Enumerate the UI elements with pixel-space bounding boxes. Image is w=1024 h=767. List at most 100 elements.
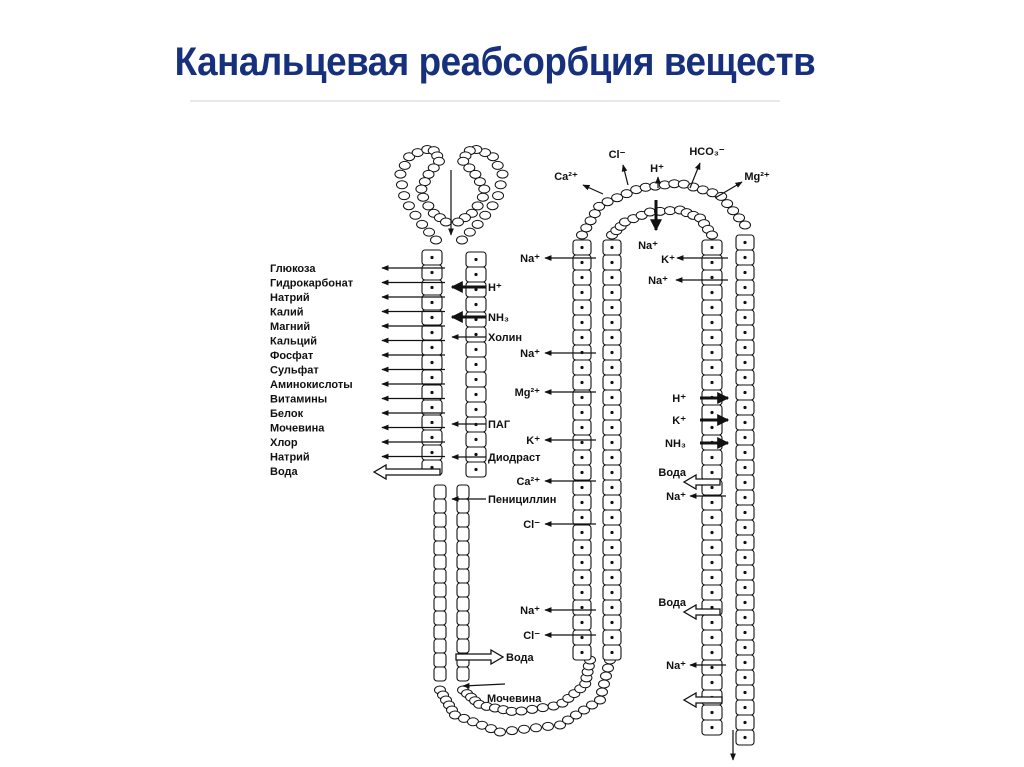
loop-cell	[506, 726, 518, 736]
distal-arch-cell	[593, 201, 606, 211]
cell-nucleus	[580, 590, 584, 595]
substance-labels: ГлюкозаГидрокарбонатНатрийКалийМагнийКал…	[270, 146, 770, 705]
cell-nucleus	[580, 335, 584, 340]
cell-nucleus	[710, 590, 714, 595]
proximal-reabsorbed-label: Сульфат	[270, 365, 319, 377]
proximal-secreted-label: Диодраст	[488, 452, 541, 464]
cell-nucleus	[710, 725, 714, 730]
cell-nucleus	[743, 465, 747, 470]
proximal-reabsorbed-label: Аминокислоты	[270, 379, 353, 391]
cell-nucleus	[580, 380, 584, 385]
distal-top-label: Ca²⁺	[554, 171, 578, 183]
cell-nucleus	[610, 440, 614, 445]
capsule-cell	[430, 235, 442, 245]
distal-top-arrow	[714, 181, 743, 199]
capsule-cell	[398, 191, 411, 201]
cell-nucleus	[580, 545, 584, 550]
cell-nucleus	[610, 500, 614, 505]
cell-nucleus	[580, 485, 584, 490]
cell-nucleus	[610, 290, 614, 295]
capsule-cell	[471, 201, 484, 211]
capsule-cell	[422, 201, 435, 211]
capsule-cell	[473, 177, 486, 187]
cell-nucleus	[743, 360, 747, 365]
thin-limb-cell	[433, 554, 447, 570]
cell-nucleus	[580, 530, 584, 535]
thin-limb-cell	[433, 666, 447, 682]
capsule-cell	[403, 152, 416, 162]
urea-arrow	[462, 682, 506, 689]
cell-nucleus	[610, 545, 614, 550]
capsule-cell	[440, 217, 452, 227]
cell-nucleus	[474, 317, 478, 322]
cell-nucleus	[743, 330, 747, 335]
proximal-secreted-label: ПАГ	[488, 419, 511, 431]
cell-nucleus	[474, 362, 478, 367]
cell-nucleus	[743, 240, 747, 245]
cell-nucleus	[430, 450, 434, 455]
descending-water-label: Вода	[506, 652, 535, 664]
cell-nucleus	[743, 390, 747, 395]
cell-nucleus	[743, 525, 747, 530]
distal-right-label: Na⁺	[666, 660, 686, 672]
cell-nucleus	[710, 665, 714, 670]
distal-top-reabsorbed-label: K⁺	[661, 254, 675, 266]
cell-nucleus	[710, 455, 714, 460]
title-divider	[190, 100, 780, 102]
cell-nucleus	[610, 605, 614, 610]
thin-limb-cell	[433, 596, 447, 612]
cell-nucleus	[743, 600, 747, 605]
cell-nucleus	[743, 345, 747, 350]
cell-nucleus	[710, 380, 714, 385]
ascending-ion-label: Mg²⁺	[515, 387, 541, 399]
water-descending-arrow	[455, 648, 505, 666]
distal-top-reabsorbed-label: Na⁺	[648, 275, 668, 287]
proximal-reabsorbed-label: Хлор	[270, 437, 298, 449]
cell-nucleus	[430, 405, 434, 410]
cell-nucleus	[610, 245, 614, 250]
distal-arch-cell	[620, 189, 633, 199]
cell-nucleus	[710, 500, 714, 505]
cell-nucleus	[580, 605, 584, 610]
cell-nucleus	[610, 365, 614, 370]
cell-nucleus	[474, 437, 478, 442]
cell-nucleus	[743, 690, 747, 695]
cell-nucleus	[610, 650, 614, 655]
cell-nucleus	[430, 435, 434, 440]
capsule-cell	[469, 169, 482, 179]
thin-limb-cell	[433, 652, 447, 668]
capsule-cell	[479, 210, 492, 220]
capsule-cell	[394, 169, 407, 179]
ascending-ion-label: Na⁺	[520, 605, 540, 617]
cell-nucleus	[710, 635, 714, 640]
distal-right-label: NH₃	[665, 438, 686, 450]
thin-limb-cell	[456, 638, 470, 654]
transport-arrows	[372, 162, 743, 761]
proximal-reabsorbed-label: Натрий	[270, 452, 310, 464]
cell-nucleus	[474, 302, 478, 307]
cell-nucleus	[580, 575, 584, 580]
cell-nucleus	[743, 435, 747, 440]
capsule-cell	[471, 219, 484, 229]
thin-limb-cell	[456, 554, 470, 570]
distal-right-label: Вода	[658, 467, 687, 479]
cell-nucleus	[710, 320, 714, 325]
cell-nucleus	[580, 650, 584, 655]
distal-water-arrow	[682, 691, 723, 709]
distal-arch-cell	[727, 206, 740, 216]
capsule-cell	[478, 184, 491, 194]
capsule-cell	[463, 163, 476, 173]
proximal-reabsorbed-label: Гидрокарбонат	[270, 278, 354, 290]
proximal-reabsorbed-label: Белок	[270, 408, 304, 420]
cell-nucleus	[580, 425, 584, 430]
distal-top-arrow	[621, 164, 629, 186]
cell-nucleus	[710, 245, 714, 250]
cell-nucleus	[710, 350, 714, 355]
distal-arch-cell	[733, 213, 746, 223]
capsule-cell	[432, 156, 445, 166]
cell-nucleus	[710, 530, 714, 535]
thin-limb-cell	[456, 610, 470, 626]
ascending-ion-label: Na⁺	[520, 253, 540, 265]
thin-limb-cell	[456, 568, 470, 584]
